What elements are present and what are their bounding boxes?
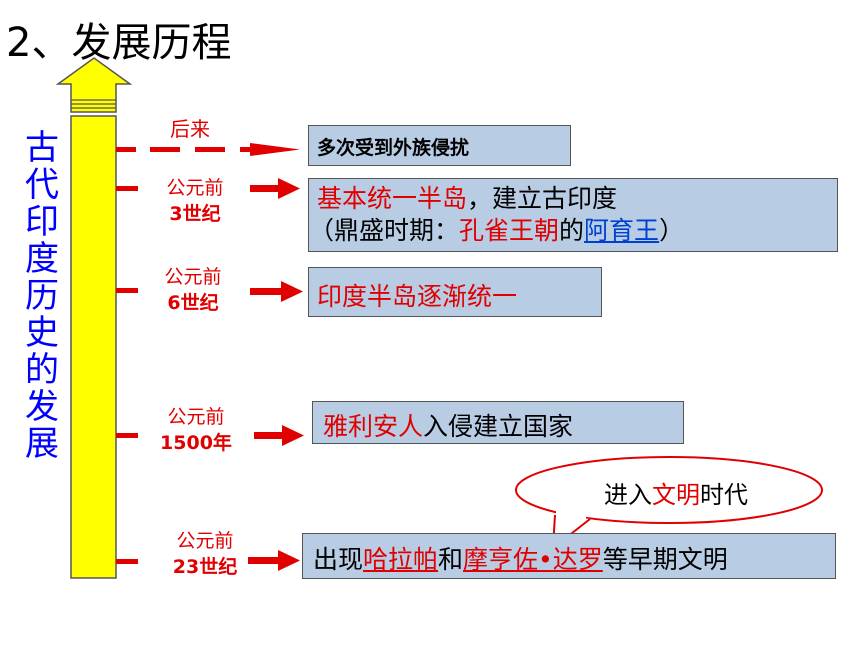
event-text-highlight: 基本统一半岛: [317, 184, 468, 213]
event-line-1: 基本统一半岛，建立古印度: [317, 183, 829, 215]
timeline-up-arrow-icon: [55, 57, 133, 113]
event-box-bc1500: 雅利安人入侵建立国家: [312, 401, 684, 444]
axis-label-char: 史: [25, 313, 59, 353]
axis-label-char: 度: [25, 239, 59, 279]
callout-text: 进入文明时代: [576, 475, 776, 510]
axis-label-char: 历: [25, 276, 59, 316]
timeline-axis-bar: [70, 115, 117, 579]
era-label-later: 后来: [170, 117, 210, 141]
event-text: 的: [559, 216, 585, 245]
axis-tick-later: [116, 147, 136, 152]
axis-tick-bc23: [116, 559, 138, 564]
mohenjo-daro-link[interactable]: 摩亨佐•达罗: [463, 545, 603, 574]
arrow-bc1500: [254, 425, 304, 446]
era-line: 公元前: [164, 266, 222, 288]
axis-label-char: 古: [25, 128, 59, 168]
event-text: ，建立古印度: [467, 184, 618, 213]
event-box-later: 多次受到外族侵扰: [308, 125, 571, 166]
ashoka-link[interactable]: 阿育王: [584, 216, 660, 245]
era-label-bc6: 公元前 6世纪: [148, 264, 238, 316]
callout-text-part: 进入: [604, 481, 652, 509]
axis-label-char: 代: [25, 165, 59, 205]
axis-label-char: 印: [25, 202, 59, 242]
callout-text-part: 时代: [700, 481, 748, 509]
arrow-bc23: [248, 550, 300, 571]
arrow-bc6: [250, 281, 303, 302]
axis-label-char: 的: [25, 350, 59, 390]
page-title: 2、发展历程: [6, 20, 232, 66]
era-line: 23世纪: [172, 556, 238, 578]
vertical-axis-label: 古 代 印 度 历 史 的 发 展: [20, 130, 64, 463]
era-label-bc1500: 公元前 1500年: [148, 404, 244, 456]
axis-label-char: 展: [25, 424, 59, 464]
era-label-bc3: 公元前 3世纪: [150, 175, 240, 227]
event-line-2: （鼎盛时期：孔雀王朝的阿育王）: [309, 215, 829, 247]
event-text: 入侵建立国家: [423, 412, 574, 441]
axis-tick-bc3: [116, 186, 138, 191]
axis-tick-bc6: [116, 288, 138, 293]
callout-text-highlight: 文明: [652, 481, 700, 509]
era-line: 公元前: [166, 177, 224, 199]
event-box-bc6: 印度半岛逐渐统一: [308, 267, 602, 317]
axis-tick-bc1500: [116, 433, 138, 438]
era-line: 6世纪: [167, 292, 219, 314]
arrow-bc3: [250, 178, 300, 199]
event-text: 印度半岛逐渐统一: [317, 282, 518, 311]
event-text: （鼎盛时期：: [309, 216, 460, 245]
era-line: 公元前: [176, 530, 234, 552]
harappa-link[interactable]: 哈拉帕: [363, 545, 439, 574]
event-text-highlight: 孔雀王朝: [459, 216, 560, 245]
era-line: 1500年: [160, 432, 232, 454]
event-text: 等早期文明: [602, 545, 728, 574]
event-box-bc23: 出现哈拉帕和摩亨佐•达罗等早期文明: [302, 533, 836, 579]
event-text: 出现: [313, 545, 364, 574]
era-line: 3世纪: [169, 203, 221, 225]
event-text-highlight: 雅利安人: [323, 412, 424, 441]
event-text: ）: [659, 216, 685, 245]
axis-label-char: 发: [25, 387, 59, 427]
event-box-bc3: 基本统一半岛，建立古印度 （鼎盛时期：孔雀王朝的阿育王）: [308, 178, 838, 252]
era-label-bc23: 公元前 23世纪: [160, 528, 250, 580]
event-text: 多次受到外族侵扰: [317, 137, 470, 159]
era-line: 公元前: [167, 406, 225, 428]
event-text: 和: [438, 545, 464, 574]
dashed-arrow-later: [150, 143, 300, 156]
